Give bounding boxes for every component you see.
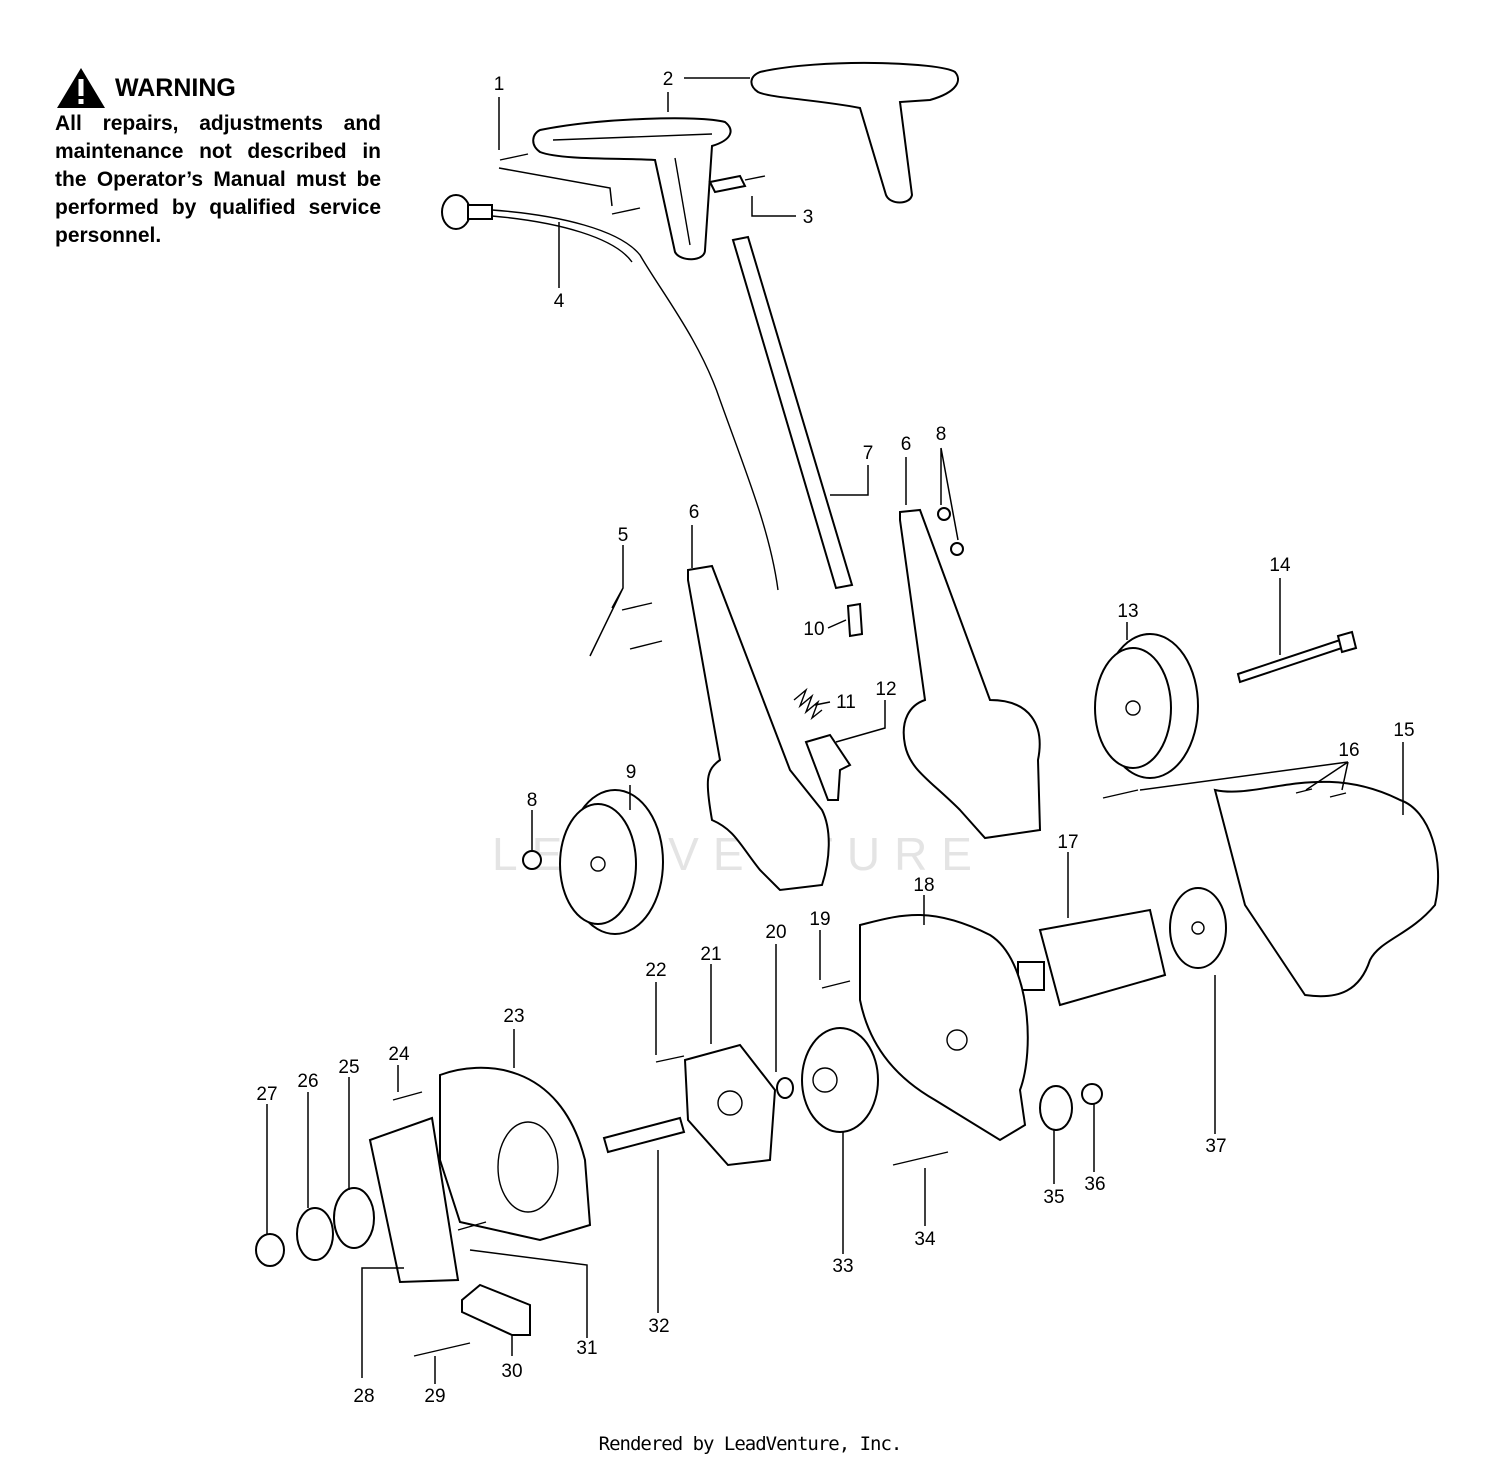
callout-36: 36 [1084, 1174, 1105, 1195]
callout-20: 20 [765, 922, 786, 943]
warning-header: WARNING [55, 66, 381, 110]
part-11-spring [793, 687, 823, 721]
part-10-knob [846, 602, 864, 638]
part-21-plate [683, 1043, 777, 1167]
callout-21: 21 [700, 944, 721, 965]
callout-31: 31 [576, 1338, 597, 1359]
warning-box: WARNING All repairs, adjustments and mai… [55, 66, 381, 250]
callout-12: 12 [875, 679, 896, 700]
callout-6-left: 6 [689, 502, 700, 523]
callout-9: 9 [626, 762, 637, 783]
callout-26: 26 [297, 1071, 318, 1092]
callout-24: 24 [388, 1044, 410, 1065]
callout-15: 15 [1393, 720, 1414, 741]
callout-10: 10 [803, 619, 824, 640]
callout-5: 5 [618, 525, 629, 546]
callout-8-left: 8 [527, 790, 538, 811]
part-2-handle-grip [750, 61, 959, 204]
callout-16: 16 [1338, 740, 1359, 761]
part-7-tube [731, 235, 854, 590]
warning-triangle-icon [57, 68, 105, 108]
callout-2: 2 [663, 69, 674, 90]
part-18-gear-housing [859, 914, 1029, 1142]
callout-4: 4 [554, 291, 565, 312]
warning-title: WARNING [115, 73, 236, 102]
callout-25: 25 [338, 1057, 359, 1078]
callout-1: 1 [494, 74, 505, 95]
callout-11: 11 [836, 692, 856, 713]
part-2-handle-frame [532, 117, 732, 261]
callout-7: 7 [863, 443, 874, 464]
part-4-cord [441, 194, 779, 591]
part-6-right-bracket [899, 508, 1042, 840]
part-25-washer [333, 1187, 375, 1249]
part-6-left-bracket [687, 564, 830, 892]
part-8-nuts-right [937, 507, 964, 556]
callout-labels: 1 2 3 4 5 6 6 7 8 8 9 10 11 12 13 14 15 … [256, 69, 1414, 1407]
callout-6-right: 6 [901, 434, 912, 455]
part-9-wheel [559, 789, 664, 935]
part-23-blade-guard [439, 1066, 592, 1242]
part-20-washer [776, 1077, 794, 1099]
part-15-motor-housing [1213, 780, 1439, 998]
callout-3: 3 [803, 207, 814, 228]
callout-27: 27 [256, 1084, 277, 1105]
callout-30: 30 [501, 1361, 522, 1382]
part-33-gear [801, 1027, 879, 1133]
leader-lines [266, 77, 1404, 1384]
part-3-switch [708, 174, 766, 194]
part-32-shaft [602, 1116, 686, 1154]
callout-28: 28 [353, 1386, 374, 1407]
part-17-motor [1017, 908, 1167, 1007]
warning-text: All repairs, adjustments and maintenance… [55, 112, 381, 247]
callout-17: 17 [1057, 832, 1078, 853]
callout-14: 14 [1269, 555, 1291, 576]
callout-8-right: 8 [936, 424, 947, 445]
part-12-latch [804, 733, 852, 801]
part-26-washer [296, 1207, 334, 1261]
callout-37: 37 [1205, 1136, 1226, 1157]
screws [392, 153, 1347, 1357]
callout-29: 29 [424, 1386, 445, 1407]
callout-22: 22 [645, 960, 666, 981]
callout-23: 23 [503, 1006, 524, 1027]
callout-35: 35 [1043, 1187, 1064, 1208]
part-28-blade [368, 1116, 460, 1284]
callout-18: 18 [913, 875, 934, 896]
part-30-bracket [461, 1283, 531, 1336]
callout-19: 19 [809, 909, 830, 930]
part-13-wheel [1094, 633, 1199, 779]
part-14-axle-bolt [1236, 630, 1358, 684]
part-36-nut [1081, 1083, 1103, 1105]
callout-32: 32 [648, 1316, 669, 1337]
callout-13: 13 [1117, 601, 1138, 622]
part-35-bearing [1039, 1085, 1073, 1131]
part-27-nut [255, 1233, 285, 1267]
callout-33: 33 [832, 1256, 853, 1277]
part-37-fan [1169, 887, 1227, 969]
callout-34: 34 [914, 1229, 936, 1250]
part-8-nut-left [522, 850, 542, 870]
footer-credit: Rendered by LeadVenture, Inc. [598, 1433, 903, 1455]
